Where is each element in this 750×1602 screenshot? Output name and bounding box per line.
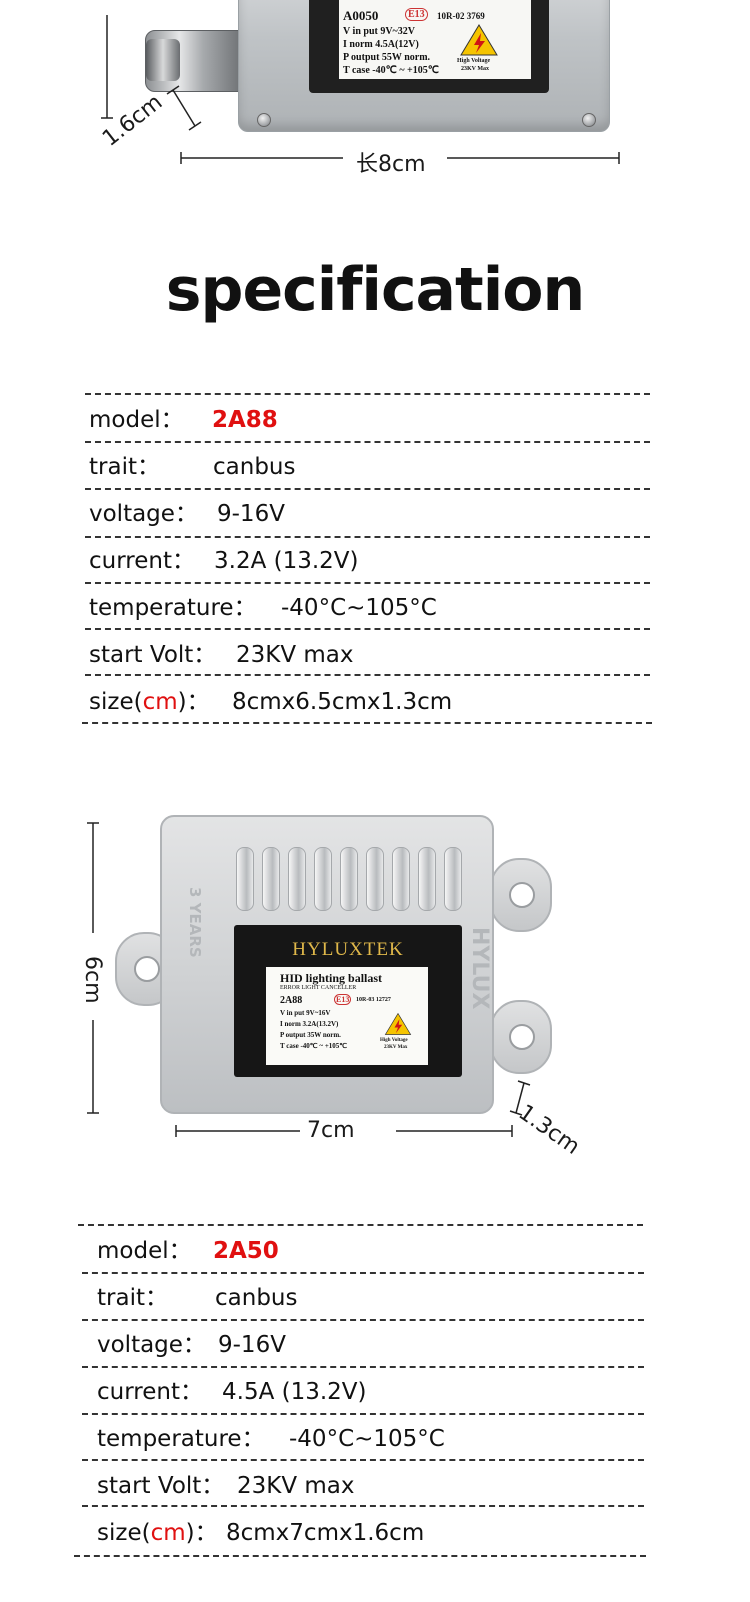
spec-value-model: 2A50	[213, 1238, 279, 1264]
spec-value: -40°C~105°C	[289, 1426, 445, 1452]
label-line: P output 55W norm.	[343, 52, 431, 63]
spec-value: 23KV max	[237, 1473, 355, 1499]
brand-label: HYLUXTEK	[292, 939, 404, 960]
spec-key: current：	[89, 548, 195, 574]
spec-key: model：	[97, 1238, 192, 1264]
label-line: V in put 9V~32V	[343, 26, 415, 37]
screw-icon	[257, 113, 271, 127]
spec-value: 8cmx6.5cmx1.3cm	[232, 689, 453, 715]
spec-key: current：	[97, 1379, 203, 1405]
label-model: 2A88	[280, 995, 303, 1006]
label-title: HID lighting ballast	[280, 971, 383, 985]
ballast-label-top: A0050 E13 10R-02 3769 V in put 9V~32V I …	[339, 0, 531, 79]
high-voltage-warning-icon	[460, 24, 498, 56]
spec-value: 9-16V	[218, 1332, 286, 1358]
dim-width-label: 7cm	[307, 1118, 355, 1143]
spec-value: 3.2A (13.2V)	[214, 548, 359, 574]
dimension-lines-mid	[87, 822, 531, 1137]
spec-value: -40°C~105°C	[281, 595, 437, 621]
spec-key: trait：	[89, 454, 160, 480]
label-e13: E13	[405, 8, 428, 21]
label-line: P output 35W norm.	[280, 1031, 341, 1039]
label-hv-max: 23KV Max	[384, 1045, 408, 1050]
ballast-connector	[145, 30, 242, 92]
page-title: specification	[165, 255, 585, 325]
spec-key: size(cm)：	[89, 689, 210, 715]
label-code: 10R-02 3769	[437, 11, 485, 21]
label-model: A0050	[343, 8, 379, 23]
spec-value-model: 2A88	[212, 407, 278, 433]
mount-ear-right-top	[490, 858, 552, 932]
label-line: V in put 9V~16V	[280, 1009, 331, 1017]
spec-value: 23KV max	[236, 642, 354, 668]
spec-key: temperature：	[89, 595, 257, 621]
label-line: I norm 4.5A(12V)	[343, 39, 419, 50]
dimension-lines-top	[101, 15, 620, 164]
high-voltage-warning-icon	[384, 1012, 412, 1035]
ballast-image-2a88: 3 YEARS HYLUX HYLUXTEK HID lighting ball…	[160, 815, 494, 1114]
spec-key: start Volt：	[97, 1473, 225, 1499]
spec-key: trait：	[97, 1285, 168, 1311]
ballast-image-top: A0050 E13 10R-02 3769 V in put 9V~32V I …	[238, 0, 610, 132]
label-subtitle: ERROR LIGHT CANCELLER	[280, 985, 357, 991]
spec-key: voltage：	[97, 1332, 206, 1358]
spec-key: start Volt：	[89, 642, 217, 668]
spec-value: canbus	[213, 454, 296, 480]
label-line: I norm 3.2A(13.2V)	[280, 1020, 339, 1028]
spec-key: temperature：	[97, 1426, 265, 1452]
dim-height-label: 6cm	[80, 956, 105, 1004]
screw-icon	[582, 113, 596, 127]
spec-value: 4.5A (13.2V)	[222, 1379, 367, 1405]
spec-value: canbus	[215, 1285, 298, 1311]
label-code: 10R-03 12727	[356, 997, 391, 1003]
label-hv-max: 23KV Max	[461, 66, 490, 72]
label-hv: High Voltage	[457, 58, 491, 64]
ballast-label-mid: HID lighting ballast ERROR LIGHT CANCELL…	[266, 967, 428, 1065]
spec-value: 8cmx7cmx1.6cm	[226, 1520, 425, 1546]
spec-value: 9-16V	[217, 501, 285, 527]
label-hv: High Voltage	[380, 1038, 408, 1043]
spec-key: size(cm)：	[97, 1520, 218, 1546]
spec-key: voltage：	[89, 501, 198, 527]
spec-key: model：	[89, 407, 184, 433]
label-e13: E13	[334, 994, 352, 1005]
label-line: T case -40℃ ~ +105℃	[280, 1042, 348, 1050]
dim-length-label: 长8cm	[356, 152, 426, 177]
label-line: T case -40℃ ~ +105℃	[343, 65, 439, 76]
